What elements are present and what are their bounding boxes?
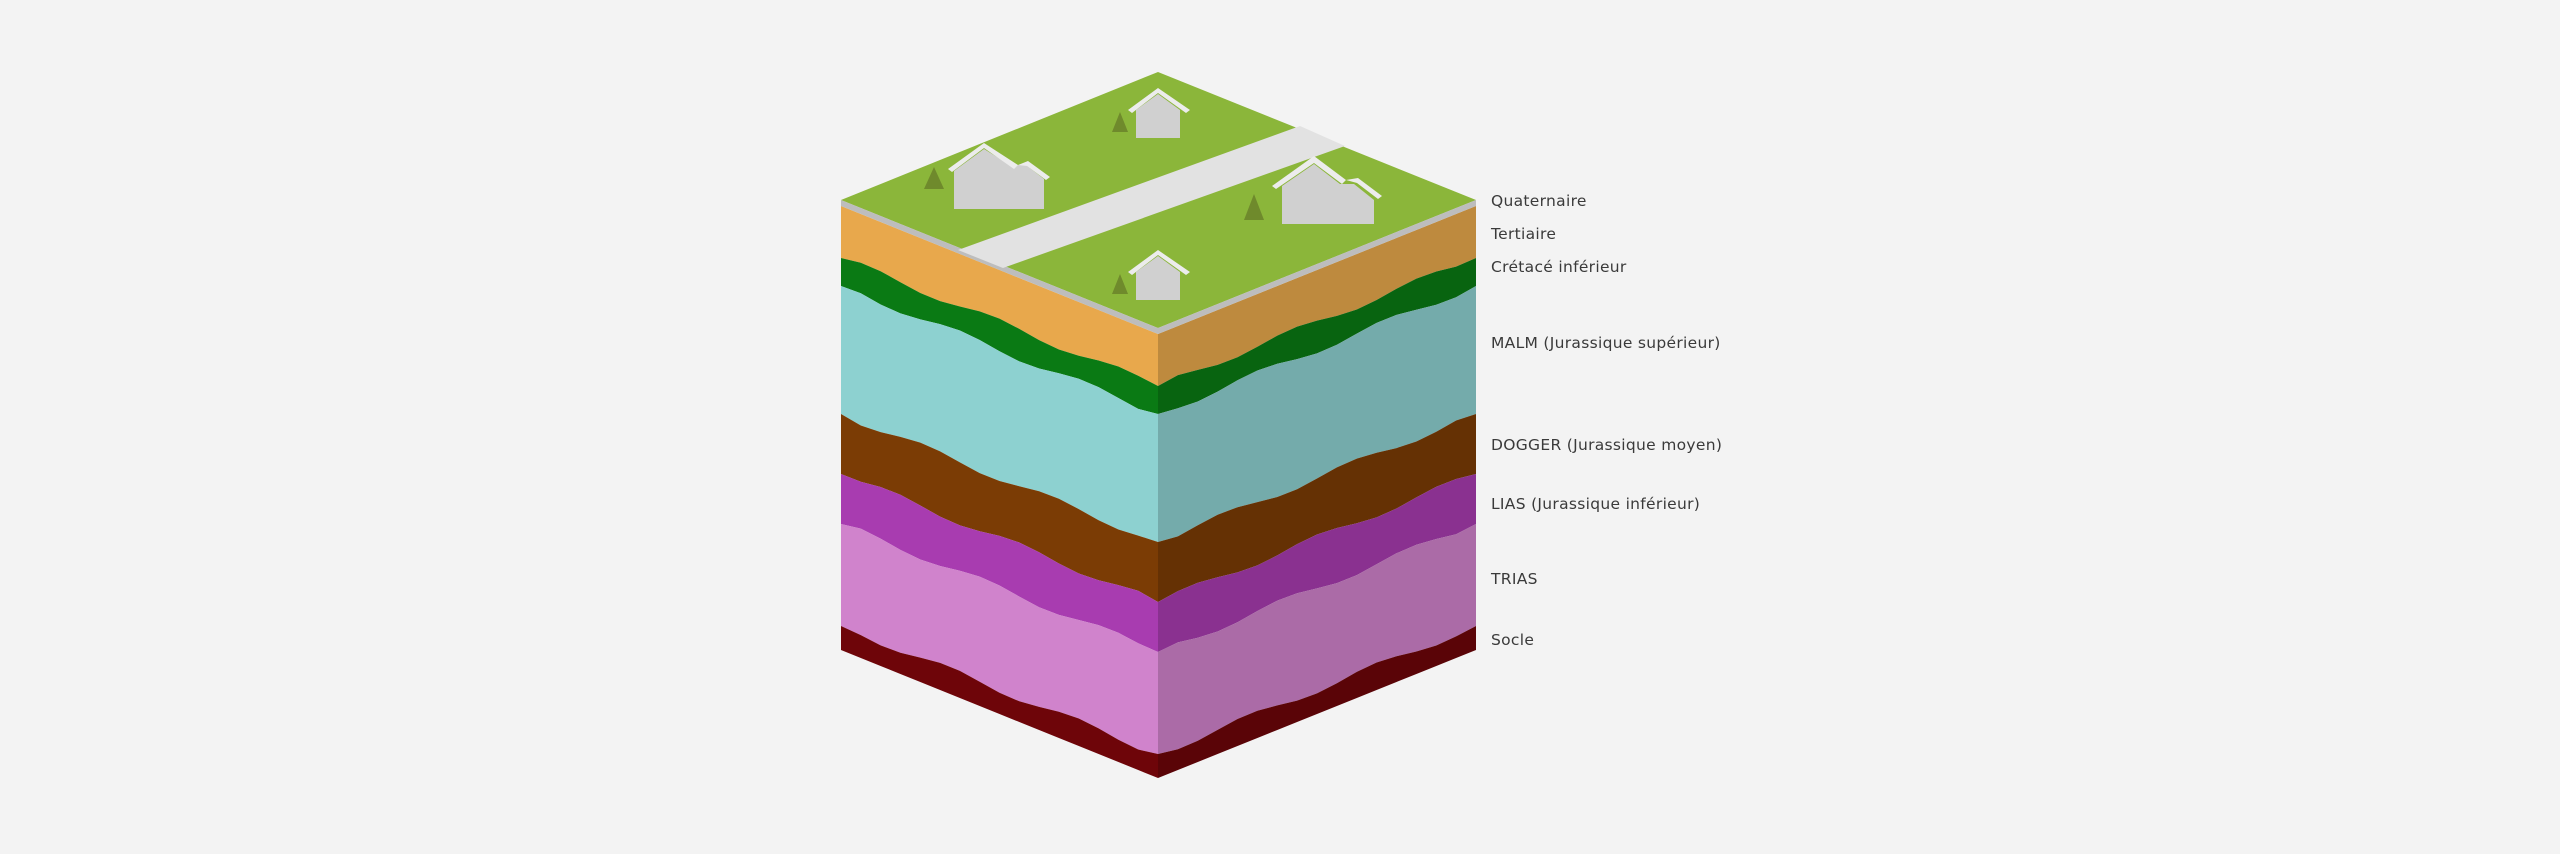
layer-label-lias: LIAS (Jurassique inférieur): [1491, 495, 1701, 513]
layer-band-trias: [1158, 524, 1476, 754]
house-icon: [1112, 250, 1190, 300]
left-face: [841, 206, 1158, 778]
layer-band-tertiaire: [841, 206, 1158, 386]
layer-band-crétacé: [841, 258, 1158, 414]
road: [958, 126, 1345, 268]
layer-band-socle: [841, 626, 1158, 778]
layer-label-dogger: DOGGER (Jurassique moyen): [1491, 436, 1723, 454]
layer-label-quaternaire: Quaternaire: [1491, 192, 1587, 210]
layer-band-dogger: [1158, 414, 1476, 602]
layer-band-lias: [1158, 474, 1476, 652]
layer-band-socle: [1158, 626, 1476, 778]
layer-band-malm: [841, 286, 1158, 542]
house-icon: [924, 143, 1050, 209]
house-icon: [1112, 88, 1190, 138]
layer-band-malm: [1158, 286, 1476, 542]
layer-label-malm: MALM (Jurassique supérieur): [1491, 334, 1721, 352]
layer-band-trias: [841, 524, 1158, 754]
layer-band-crétacé: [1158, 258, 1476, 414]
right-face: [1158, 206, 1476, 778]
layer-band-lias: [841, 474, 1158, 652]
layer-band-dogger: [841, 414, 1158, 602]
layer-label-socle: Socle: [1491, 631, 1535, 649]
layer-label-trias: TRIAS: [1491, 570, 1538, 588]
house-icon: [1244, 156, 1382, 224]
layer-label-tertiaire: Tertiaire: [1491, 225, 1557, 243]
layer-band-tertiaire: [1158, 206, 1476, 386]
top-surface: [841, 72, 1476, 334]
layer-label-cretace-inferieur: Crétacé inférieur: [1491, 258, 1627, 276]
